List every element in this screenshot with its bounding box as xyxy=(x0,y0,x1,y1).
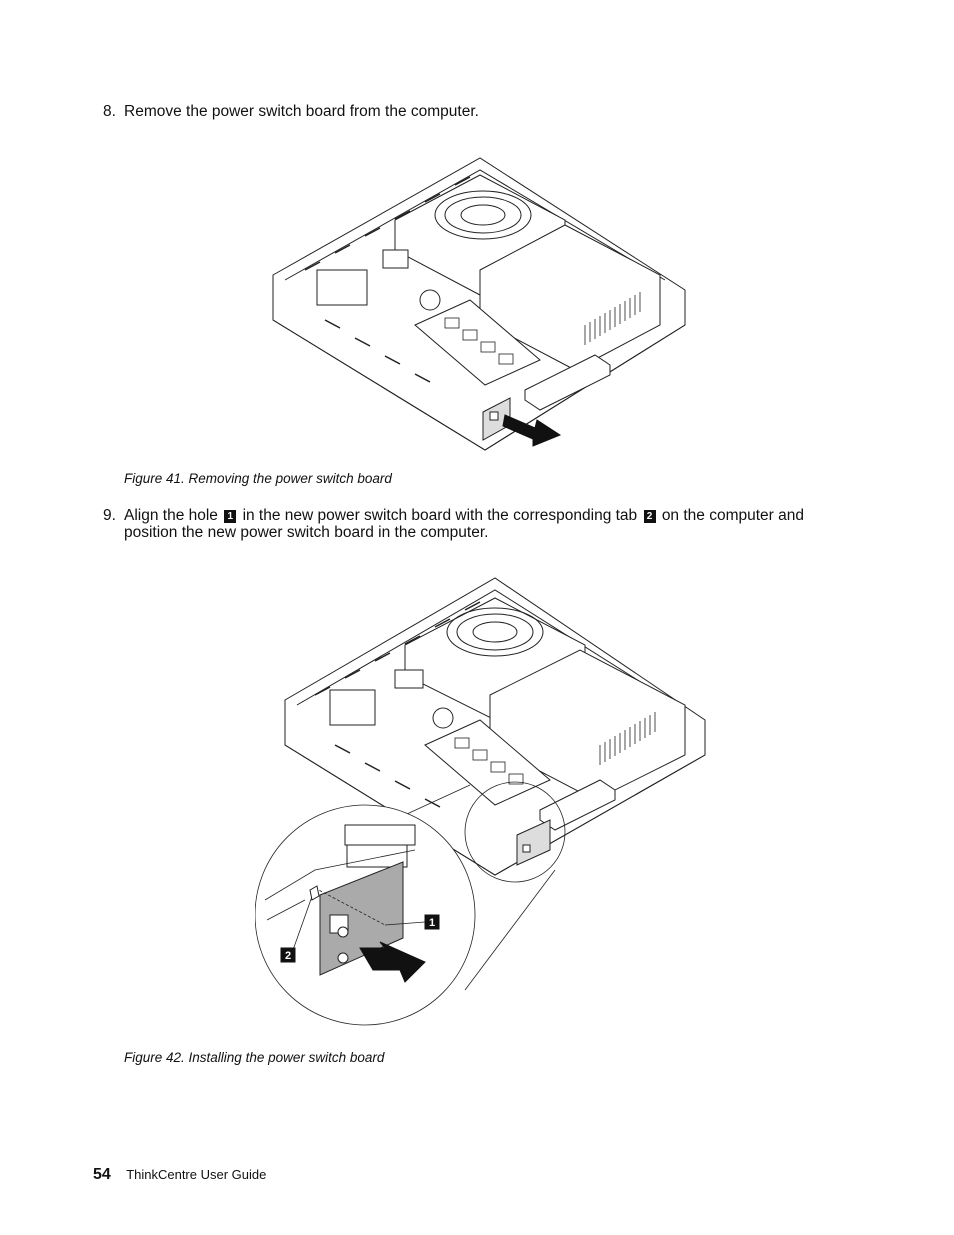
step-text-part: in the new power switch board with the c… xyxy=(242,507,638,524)
step-text: Remove the power switch board from the c… xyxy=(124,103,479,120)
step-text-part: on the computer and xyxy=(661,507,804,524)
figure-41-illustration xyxy=(272,157,686,451)
page-footer: 54 ThinkCentre User Guide xyxy=(93,1166,266,1184)
callout-badge-1: 1 xyxy=(224,510,237,523)
figure-42-caption: Figure 42. Installing the power switch b… xyxy=(124,1050,385,1065)
figure-42-illustration: 1 2 xyxy=(255,577,706,1026)
step-number: 8. xyxy=(103,103,116,120)
step-text-line-2: position the new power switch board in t… xyxy=(124,524,489,541)
page-number: 54 xyxy=(93,1166,111,1183)
callout-1: 1 xyxy=(429,917,435,929)
step-text-part: Align the hole xyxy=(124,507,218,524)
step-number: 9. xyxy=(103,507,116,524)
step-text-line-1: Align the hole 1 in the new power switch… xyxy=(124,507,804,524)
callout-2: 2 xyxy=(285,950,291,962)
document-title: ThinkCentre User Guide xyxy=(126,1167,267,1182)
callout-badge-2: 2 xyxy=(643,510,656,523)
figure-41-caption: Figure 41. Removing the power switch boa… xyxy=(124,471,392,486)
